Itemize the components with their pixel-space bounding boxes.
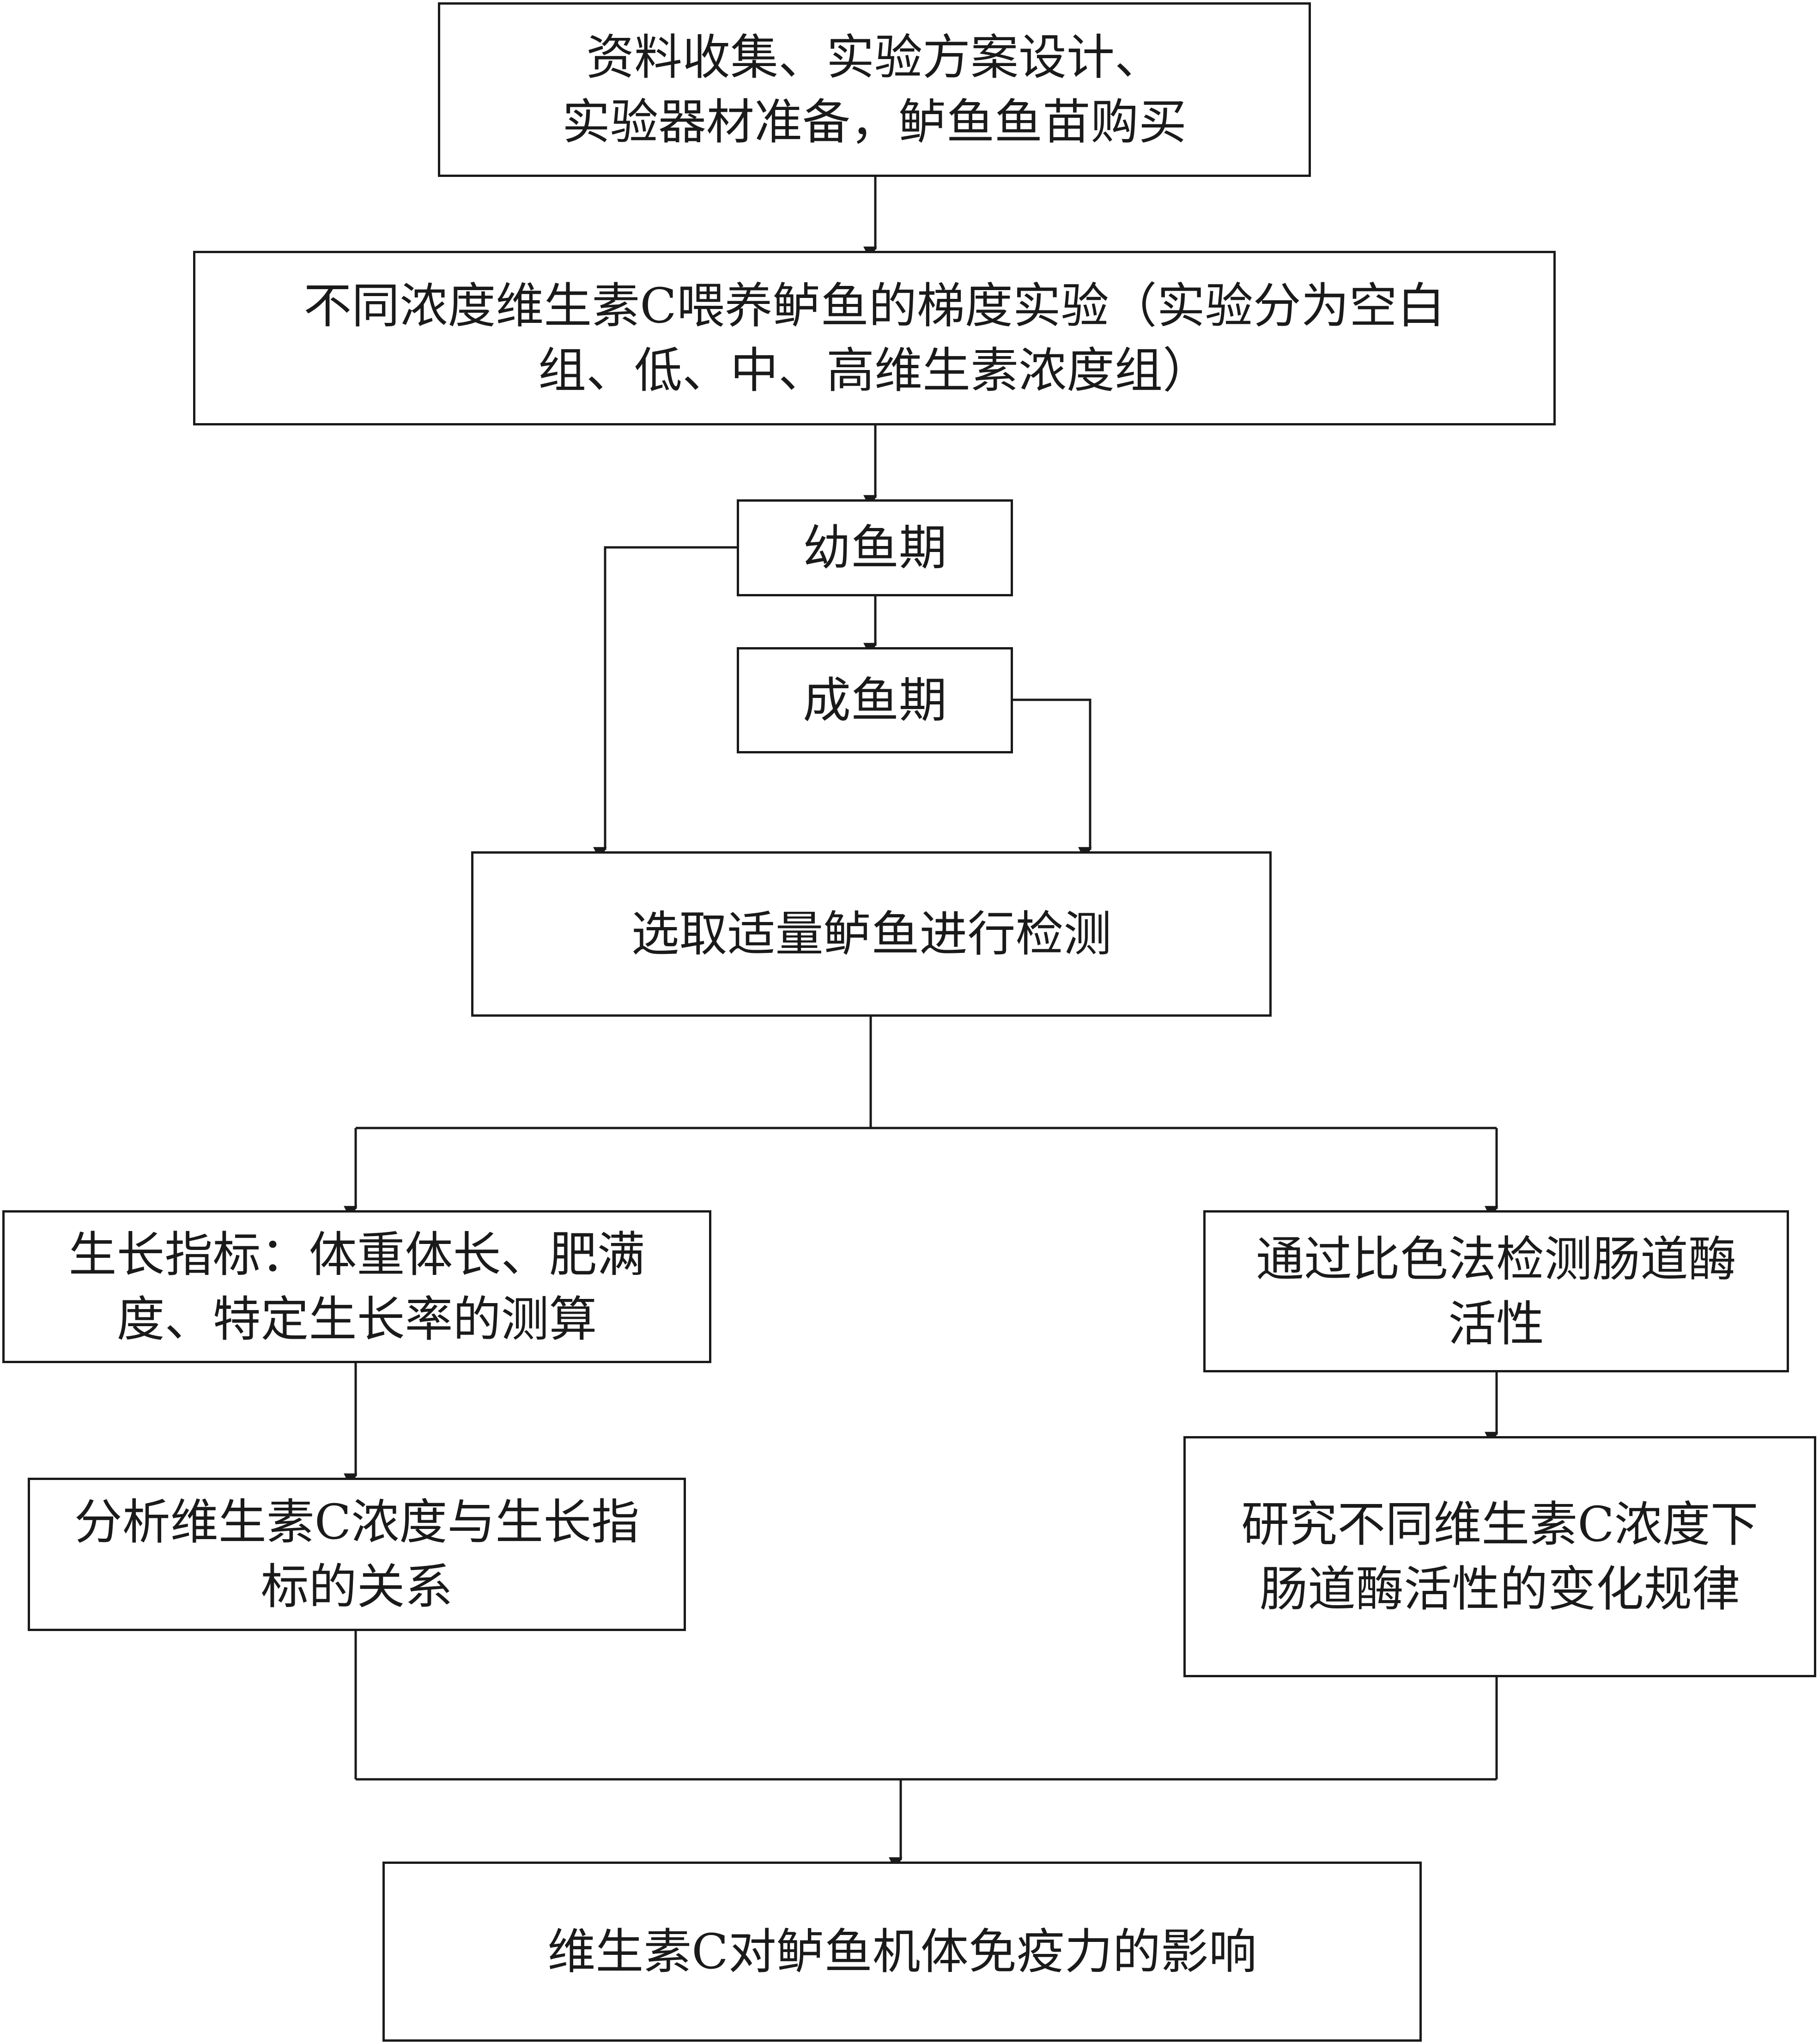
node-adult-label: 成鱼期 [802,672,947,728]
node-enzyme-test-line-1: 通过比色法检测肠道酶 [1255,1231,1736,1287]
node-growth-analysis-line-2: 标的关系 [261,1559,453,1615]
node-enzyme-test: 通过比色法检测肠道酶 活性 [1203,1210,1789,1372]
node-enzyme-study-line-2: 肠道酶活性的变化规律 [1259,1561,1740,1617]
node-gradient-line-2: 组、低、中、高维生素浓度组） [538,342,1211,399]
node-enzyme-test-line-2: 活性 [1448,1295,1544,1352]
node-enzyme-study: 研究不同维生素C浓度下 肠道酶活性的变化规律 [1183,1436,1816,1677]
node-sampling: 选取适量鲈鱼进行检测 [471,851,1272,1017]
node-growth-indicators-line-2: 度、特定生长率的测算 [116,1291,597,1347]
node-growth-analysis: 分析维生素C浓度与生长指 标的关系 [28,1478,686,1631]
node-adult-stage: 成鱼期 [737,647,1013,753]
node-prep-line-2: 实验器材准备，鲈鱼鱼苗购买 [562,94,1187,150]
node-conclusion-label: 维生素C对鲈鱼机体免疫力的影响 [547,1923,1257,1980]
node-juvenile-label: 幼鱼期 [802,520,947,576]
node-conclusion: 维生素C对鲈鱼机体免疫力的影响 [382,1862,1422,2042]
node-enzyme-study-line-1: 研究不同维生素C浓度下 [1241,1496,1758,1553]
node-growth-indicators-line-1: 生长指标：体重体长、肥满 [68,1226,645,1283]
node-juvenile-stage: 幼鱼期 [737,499,1013,596]
node-gradient-experiment: 不同浓度维生素C喂养鲈鱼的梯度实验（实验分为空白 组、低、中、高维生素浓度组） [193,251,1556,425]
arrow-juvenile-to-sampling [593,546,738,861]
arrow-adult-to-sampling [1012,698,1092,861]
node-growth-indicators: 生长指标：体重体长、肥满 度、特定生长率的测算 [2,1210,711,1363]
node-prep-line-1: 资料收集、实验方案设计、 [586,29,1163,85]
node-prep: 资料收集、实验方案设计、 实验器材准备，鲈鱼鱼苗购买 [438,2,1311,177]
node-growth-analysis-line-1: 分析维生素C浓度与生长指 [74,1494,640,1550]
node-gradient-line-1: 不同浓度维生素C喂养鲈鱼的梯度实验（实验分为空白 [303,278,1445,334]
node-sampling-label: 选取适量鲈鱼进行检测 [631,906,1112,962]
